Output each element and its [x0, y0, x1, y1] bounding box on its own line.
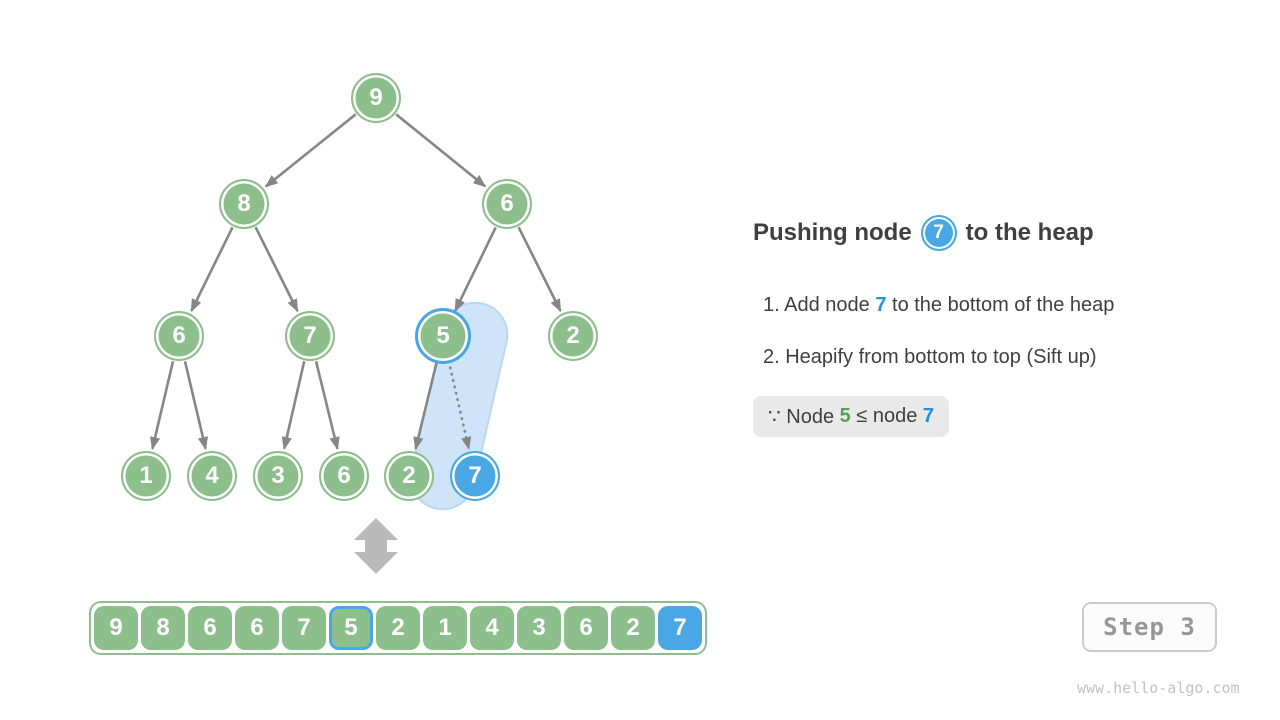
title-suffix: to the heap — [965, 219, 1094, 246]
edge — [150, 361, 175, 450]
note-blue-value: 7 — [922, 405, 935, 427]
tree-node: 2 — [548, 311, 598, 361]
tree-node-highlighted: 5 — [415, 308, 471, 364]
array-cell: 1 — [423, 606, 467, 650]
edge — [314, 360, 340, 451]
array-cell-highlighted: 5 — [329, 606, 373, 650]
step-counter-badge: Step 3 — [1082, 602, 1217, 652]
sift-up-dotted-edge — [447, 359, 472, 451]
note-green-value: 5 — [839, 405, 851, 427]
step1-text-post: to the bottom of the heap — [886, 294, 1115, 316]
title-prefix: Pushing node — [753, 219, 912, 246]
array-cell: 2 — [376, 606, 420, 650]
tree-node: 8 — [219, 179, 269, 229]
array-cell: 3 — [517, 606, 561, 650]
tree-node: 6 — [319, 451, 369, 501]
figure-title: Pushing node 7 to the heap — [753, 214, 1094, 252]
array-cell: 6 — [235, 606, 279, 650]
step-description-2: 2. Heapify from bottom to top (Sift up) — [763, 346, 1096, 369]
array-cell: 6 — [188, 606, 232, 650]
comparison-note: ∵ Node 5 ≤ node 7 — [753, 396, 950, 437]
tree-node: 4 — [187, 451, 237, 501]
array-cell: 8 — [141, 606, 185, 650]
edge — [281, 361, 306, 450]
heap-array: 9 8 6 6 7 5 2 1 4 3 6 2 7 — [89, 601, 707, 655]
edge — [413, 360, 439, 451]
tree-node: 7 — [285, 311, 335, 361]
array-cell-new: 7 — [658, 606, 702, 650]
tree-node-new: 7 — [450, 451, 500, 501]
tree-node: 6 — [154, 311, 204, 361]
tree-node: 2 — [384, 451, 434, 501]
tree-node: 1 — [121, 451, 171, 501]
step-description-1: 1. Add node 7 to the bottom of the heap — [763, 294, 1114, 317]
edge — [254, 226, 299, 313]
edge — [264, 113, 357, 188]
edge — [183, 361, 208, 450]
note-text: ∵ Node — [768, 406, 840, 428]
edge — [190, 226, 234, 313]
title-node-badge: 7 — [920, 215, 957, 251]
step1-text: 1. Add node — [763, 294, 876, 316]
up-down-arrow-icon — [354, 518, 398, 574]
tree-node: 9 — [351, 73, 401, 123]
step2-text: 2. Heapify from bottom to top (Sift up) — [763, 346, 1097, 368]
step1-highlight: 7 — [875, 294, 887, 316]
note-text-mid: ≤ node — [850, 405, 923, 427]
edge — [517, 226, 562, 313]
edge — [395, 113, 487, 188]
website-url: www.hello-algo.com — [1077, 679, 1240, 697]
array-cell: 9 — [94, 606, 138, 650]
array-cell: 6 — [564, 606, 608, 650]
tree-node: 3 — [253, 451, 303, 501]
array-cell: 4 — [470, 606, 514, 650]
array-cell: 2 — [611, 606, 655, 650]
tree-node: 6 — [482, 179, 532, 229]
edge — [454, 226, 497, 312]
array-cell: 7 — [282, 606, 326, 650]
